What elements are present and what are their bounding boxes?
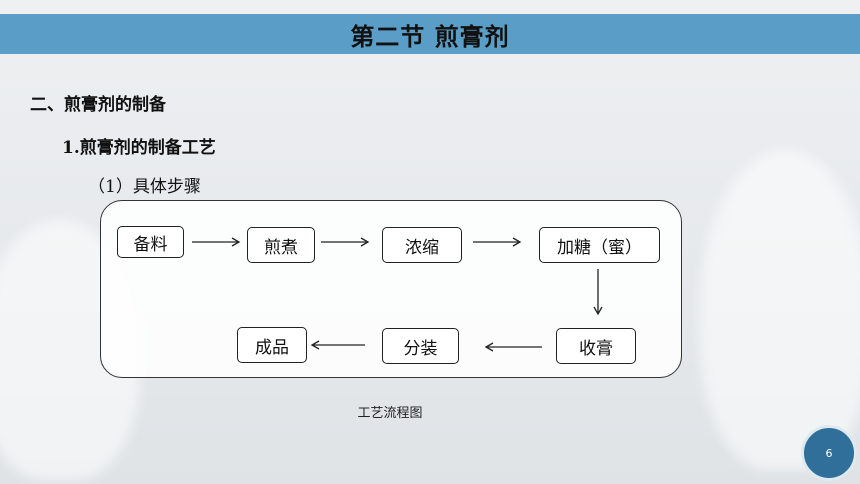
arrow-head-4 — [593, 306, 603, 316]
title-bar: 第二节 煎膏剂 — [0, 14, 860, 54]
page-number: 6 — [825, 446, 833, 460]
slide-title: 第二节 煎膏剂 — [350, 22, 510, 51]
step-box-4: 加糖（蜜） — [539, 227, 660, 263]
step-heading: （1）具体步骤 — [88, 177, 201, 197]
flowchart-caption: 工艺流程图 — [357, 406, 423, 421]
background-figure-right — [700, 150, 860, 470]
process-flowchart: 备料 煎煮 浓缩 加糖（蜜） 收膏 分装 成品 — [100, 200, 682, 378]
step-box-6: 分装 — [382, 328, 459, 364]
arrow-head-6 — [310, 340, 320, 350]
section-heading: 二、煎膏剂的制备 — [30, 95, 166, 115]
page-number-badge: 6 — [801, 425, 857, 481]
arrow-head-1 — [231, 237, 241, 247]
arrow-head-3 — [512, 237, 522, 247]
step-box-3: 浓缩 — [382, 227, 462, 263]
flow-arrows — [192, 237, 603, 352]
step-box-1: 备料 — [117, 226, 184, 258]
step-box-5: 收膏 — [556, 328, 636, 364]
step-box-2: 煎煮 — [247, 227, 315, 263]
subsection-heading: 1.煎膏剂的制备工艺 — [62, 138, 216, 158]
step-box-7: 成品 — [237, 327, 307, 363]
arrow-head-5 — [484, 342, 494, 352]
arrow-head-2 — [360, 237, 370, 247]
